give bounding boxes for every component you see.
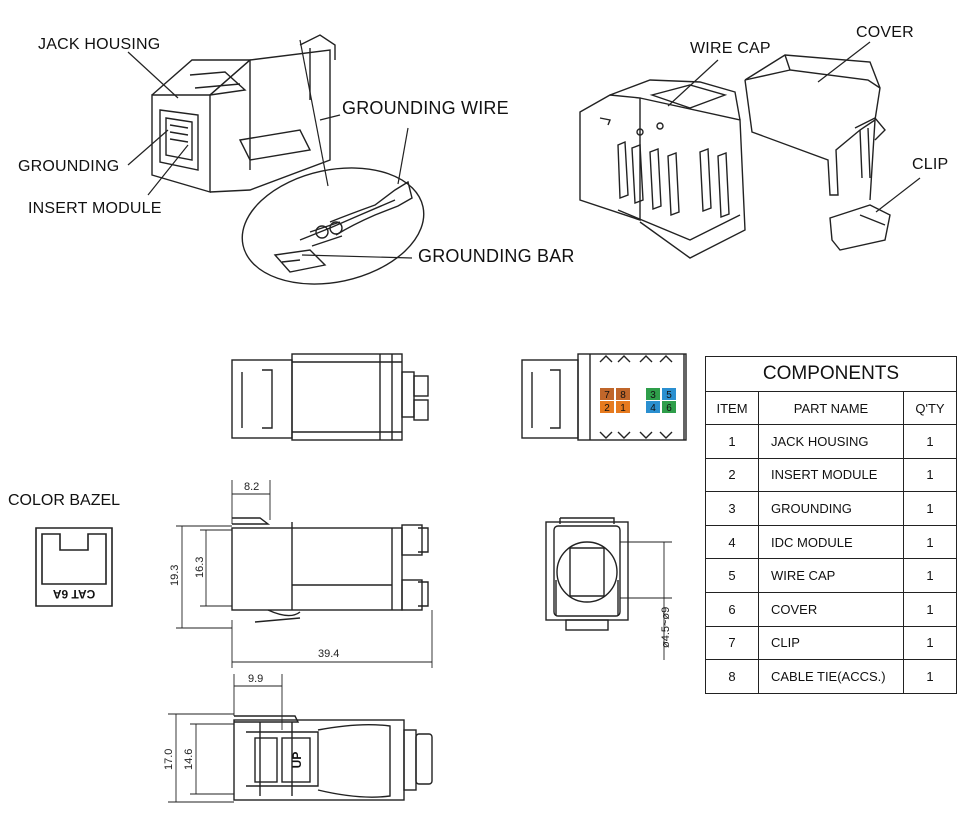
dim-8-2: 8.2 bbox=[244, 481, 259, 493]
dim-14-6: 14.6 bbox=[183, 749, 195, 770]
table-title: COMPONENTS bbox=[705, 356, 957, 392]
dim-19-3: 19.3 bbox=[169, 565, 181, 586]
leader-lines-left bbox=[127, 39, 413, 259]
cell-item: 5 bbox=[705, 558, 759, 593]
bezel-cat-text: CAT 6A bbox=[52, 587, 95, 601]
side-view bbox=[231, 353, 429, 441]
dim-16-3: 16.3 bbox=[194, 557, 206, 578]
assembled-jack-3d bbox=[151, 34, 336, 193]
pin-label: 4 bbox=[650, 403, 656, 414]
pin-label: 2 bbox=[604, 403, 610, 414]
cell-item: 7 bbox=[705, 625, 759, 661]
grounding-detail-callout bbox=[241, 167, 425, 285]
cell-part-name: CLIP bbox=[758, 625, 904, 661]
cell-part-name: JACK HOUSING bbox=[758, 424, 904, 459]
up-mark-text: UP bbox=[290, 752, 304, 769]
cell-qty: 1 bbox=[903, 558, 957, 593]
back-view bbox=[521, 353, 687, 441]
cell-part-name: GROUNDING bbox=[758, 491, 904, 526]
pin-block bbox=[662, 388, 676, 400]
dim-cable: ø4.5~ø9 bbox=[660, 607, 672, 648]
header-item: ITEM bbox=[705, 391, 759, 425]
pin-block bbox=[646, 388, 660, 400]
cell-qty: 1 bbox=[903, 524, 957, 560]
label-clip: CLIP bbox=[912, 156, 949, 173]
exploded-cover-3d bbox=[744, 54, 886, 201]
cell-qty: 1 bbox=[903, 457, 957, 493]
pin-label: 8 bbox=[620, 390, 626, 401]
pin-block bbox=[600, 401, 614, 413]
label-grounding-wire: GROUNDING WIRE bbox=[342, 98, 509, 118]
cell-part-name: COVER bbox=[758, 591, 904, 627]
pin-block bbox=[646, 401, 660, 413]
cell-part-name: INSERT MODULE bbox=[758, 457, 904, 493]
cell-part-name: CABLE TIE(ACCS.) bbox=[758, 659, 904, 694]
label-cover: COVER bbox=[856, 24, 914, 41]
cell-part-name: IDC MODULE bbox=[758, 524, 904, 560]
cell-qty: 1 bbox=[903, 625, 957, 661]
cell-item: 3 bbox=[705, 491, 759, 526]
pin-block bbox=[616, 388, 630, 400]
exploded-idc-module-3d bbox=[579, 79, 746, 259]
rear-end-view bbox=[545, 517, 629, 631]
dim-39-4: 39.4 bbox=[318, 648, 339, 660]
cell-item: 6 bbox=[705, 591, 759, 627]
leader-lines-right bbox=[667, 41, 921, 213]
pin-block bbox=[662, 401, 676, 413]
color-bezel-drawing bbox=[35, 527, 113, 607]
pin-label: 7 bbox=[604, 390, 610, 401]
top-view bbox=[233, 715, 433, 801]
pin-block bbox=[616, 401, 630, 413]
label-jack-housing: JACK HOUSING bbox=[38, 36, 161, 53]
cell-qty: 1 bbox=[903, 491, 957, 526]
cell-qty: 1 bbox=[903, 591, 957, 627]
label-grounding: GROUNDING bbox=[18, 158, 120, 175]
label-grounding-bar: GROUNDING BAR bbox=[418, 246, 575, 266]
dimension-lines-top bbox=[168, 674, 283, 803]
header-part-name: PART NAME bbox=[758, 391, 904, 425]
label-color-bezel: COLOR BAZEL bbox=[8, 492, 121, 509]
pin-block bbox=[600, 388, 614, 400]
dimension-lines-rear bbox=[620, 541, 672, 660]
cell-item: 4 bbox=[705, 524, 759, 560]
pin-label: 1 bbox=[620, 403, 626, 414]
cell-item: 1 bbox=[705, 424, 759, 459]
header-qty: Q'TY bbox=[903, 391, 957, 425]
dimension-lines-front bbox=[176, 480, 433, 668]
label-wire-cap: WIRE CAP bbox=[690, 40, 771, 57]
cell-qty: 1 bbox=[903, 424, 957, 459]
cell-item: 8 bbox=[705, 659, 759, 694]
dim-17-0: 17.0 bbox=[163, 749, 175, 770]
front-view bbox=[231, 517, 429, 623]
dim-9-9: 9.9 bbox=[248, 673, 263, 685]
label-insert-module: INSERT MODULE bbox=[28, 200, 162, 217]
cell-part-name: WIRE CAP bbox=[758, 558, 904, 593]
pin-label: 6 bbox=[666, 403, 672, 414]
cell-item: 2 bbox=[705, 457, 759, 493]
cell-qty: 1 bbox=[903, 659, 957, 694]
pin-label: 3 bbox=[650, 390, 656, 401]
exploded-clip-3d bbox=[829, 204, 891, 251]
pin-label: 5 bbox=[666, 390, 672, 401]
